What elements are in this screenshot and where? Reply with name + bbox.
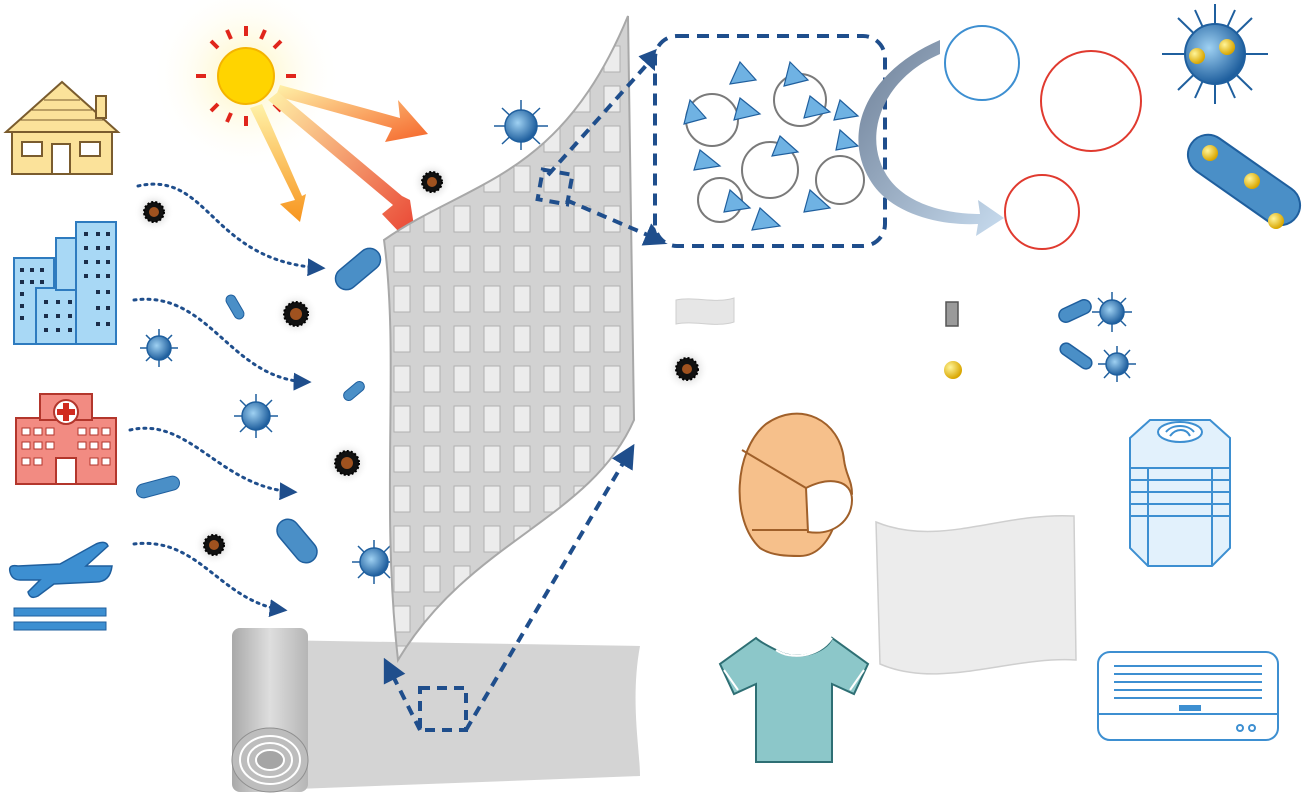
- bacteria-icon: [136, 247, 382, 564]
- office-buildings-icon: [13, 221, 117, 345]
- fabric-roll-icon: [231, 628, 640, 793]
- sun-icon: [151, 0, 341, 171]
- fabric-swatch-icon: [675, 297, 735, 325]
- filter-fabric-sheet-icon: [382, 15, 636, 664]
- air-conditioner-icon: [1097, 651, 1279, 741]
- air-purifier-icon: [1129, 419, 1231, 567]
- mechanism-circles: [944, 25, 1142, 250]
- house-icon: [3, 80, 121, 175]
- airplane-icon: [8, 541, 113, 631]
- microbes-icon: [1058, 292, 1136, 382]
- mof-crystal-structure-icon: [653, 34, 887, 248]
- mof-block-icon: [945, 301, 959, 327]
- virus-icon: [140, 100, 548, 584]
- hospital-icon: [15, 393, 117, 485]
- particulate-matter-icon: [134, 162, 709, 565]
- face-mask-icon: [738, 412, 854, 558]
- bacterium-with-nanoparticles-icon: [1186, 133, 1302, 229]
- process-arrow: [858, 40, 1004, 236]
- airflow-arrows: [128, 182, 326, 618]
- t-shirt-icon: [718, 636, 870, 763]
- fabric-sheet-icon: [875, 514, 1077, 675]
- gold-nanoparticle-icon: [944, 361, 962, 379]
- virus-with-nanoparticles-icon: [1162, 4, 1268, 104]
- zoom-indicator-arrows: [383, 46, 669, 732]
